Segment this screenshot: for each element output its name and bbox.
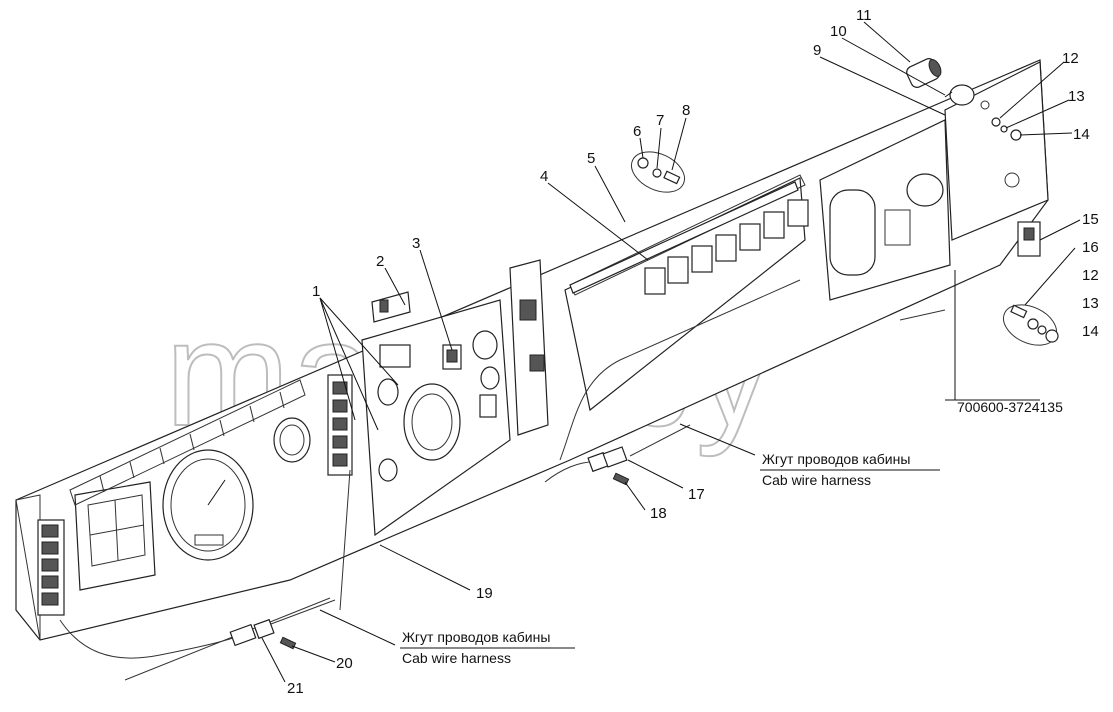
callout-13-bottom: 13 (1082, 295, 1099, 312)
small-gauge (273, 417, 311, 463)
right-module (819, 119, 951, 301)
callout-8: 8 (682, 102, 690, 119)
bracket-switch (442, 344, 462, 370)
callout-16: 16 (1082, 239, 1099, 256)
harness-label-left-en: Cab wire harness (402, 650, 511, 666)
harness-connector-17 (587, 446, 630, 486)
leader-lines (261, 21, 1081, 683)
callout-14-bottom: 14 (1082, 323, 1099, 340)
knob (906, 58, 975, 106)
callout-3: 3 (412, 235, 420, 252)
display-screen (74, 481, 156, 591)
harness-label-left: Жгут проводов кабины Cab wire harness (402, 629, 550, 666)
telltale-row (69, 379, 306, 506)
center-switch-column (327, 374, 353, 476)
callout-9: 9 (813, 42, 821, 59)
mounting-bracket (509, 259, 549, 436)
callout-6: 6 (633, 123, 641, 140)
harness-label-right-ru: Жгут проводов кабины (762, 451, 910, 467)
callout-11: 11 (856, 7, 872, 24)
fastener-group-6-8 (631, 151, 685, 193)
speedometer-gauge (162, 449, 254, 561)
callout-7: 7 (656, 112, 664, 129)
callout-21: 21 (287, 680, 304, 697)
callout-14-top: 14 (1073, 126, 1090, 143)
callout-18: 18 (650, 505, 667, 522)
harness-label-right: Жгут проводов кабины Cab wire harness (762, 451, 910, 488)
callout-numbers: 1 2 3 4 5 6 7 8 9 10 11 12 13 14 15 16 1… (287, 7, 1099, 697)
callout-12-bottom: 12 (1082, 267, 1099, 284)
callout-1: 1 (312, 283, 320, 300)
harness-label-left-ru: Жгут проводов кабины (402, 629, 550, 645)
callout-15: 15 (1082, 211, 1099, 228)
left-switch-block (37, 519, 65, 616)
connector-block (371, 291, 411, 323)
callout-10: 10 (830, 23, 847, 40)
callout-12-top: 12 (1062, 50, 1079, 67)
right-plate (944, 61, 1049, 241)
part-number: 700600-3724135 (957, 399, 1063, 415)
relay-rail (569, 181, 809, 295)
callout-20: 20 (336, 655, 353, 672)
washer-nut-top (991, 117, 1022, 141)
sub-panel (361, 299, 511, 537)
callout-5: 5 (587, 150, 595, 167)
callout-19: 19 (476, 585, 493, 602)
callout-17: 17 (688, 486, 705, 503)
fastener-group-16 (1003, 304, 1059, 346)
callout-4: 4 (540, 168, 548, 185)
callout-2: 2 (376, 253, 384, 270)
harness-label-right-en: Cab wire harness (762, 472, 871, 488)
callout-13-top: 13 (1068, 88, 1085, 105)
harness-connector-21 (229, 618, 297, 650)
side-bracket (1017, 221, 1041, 257)
